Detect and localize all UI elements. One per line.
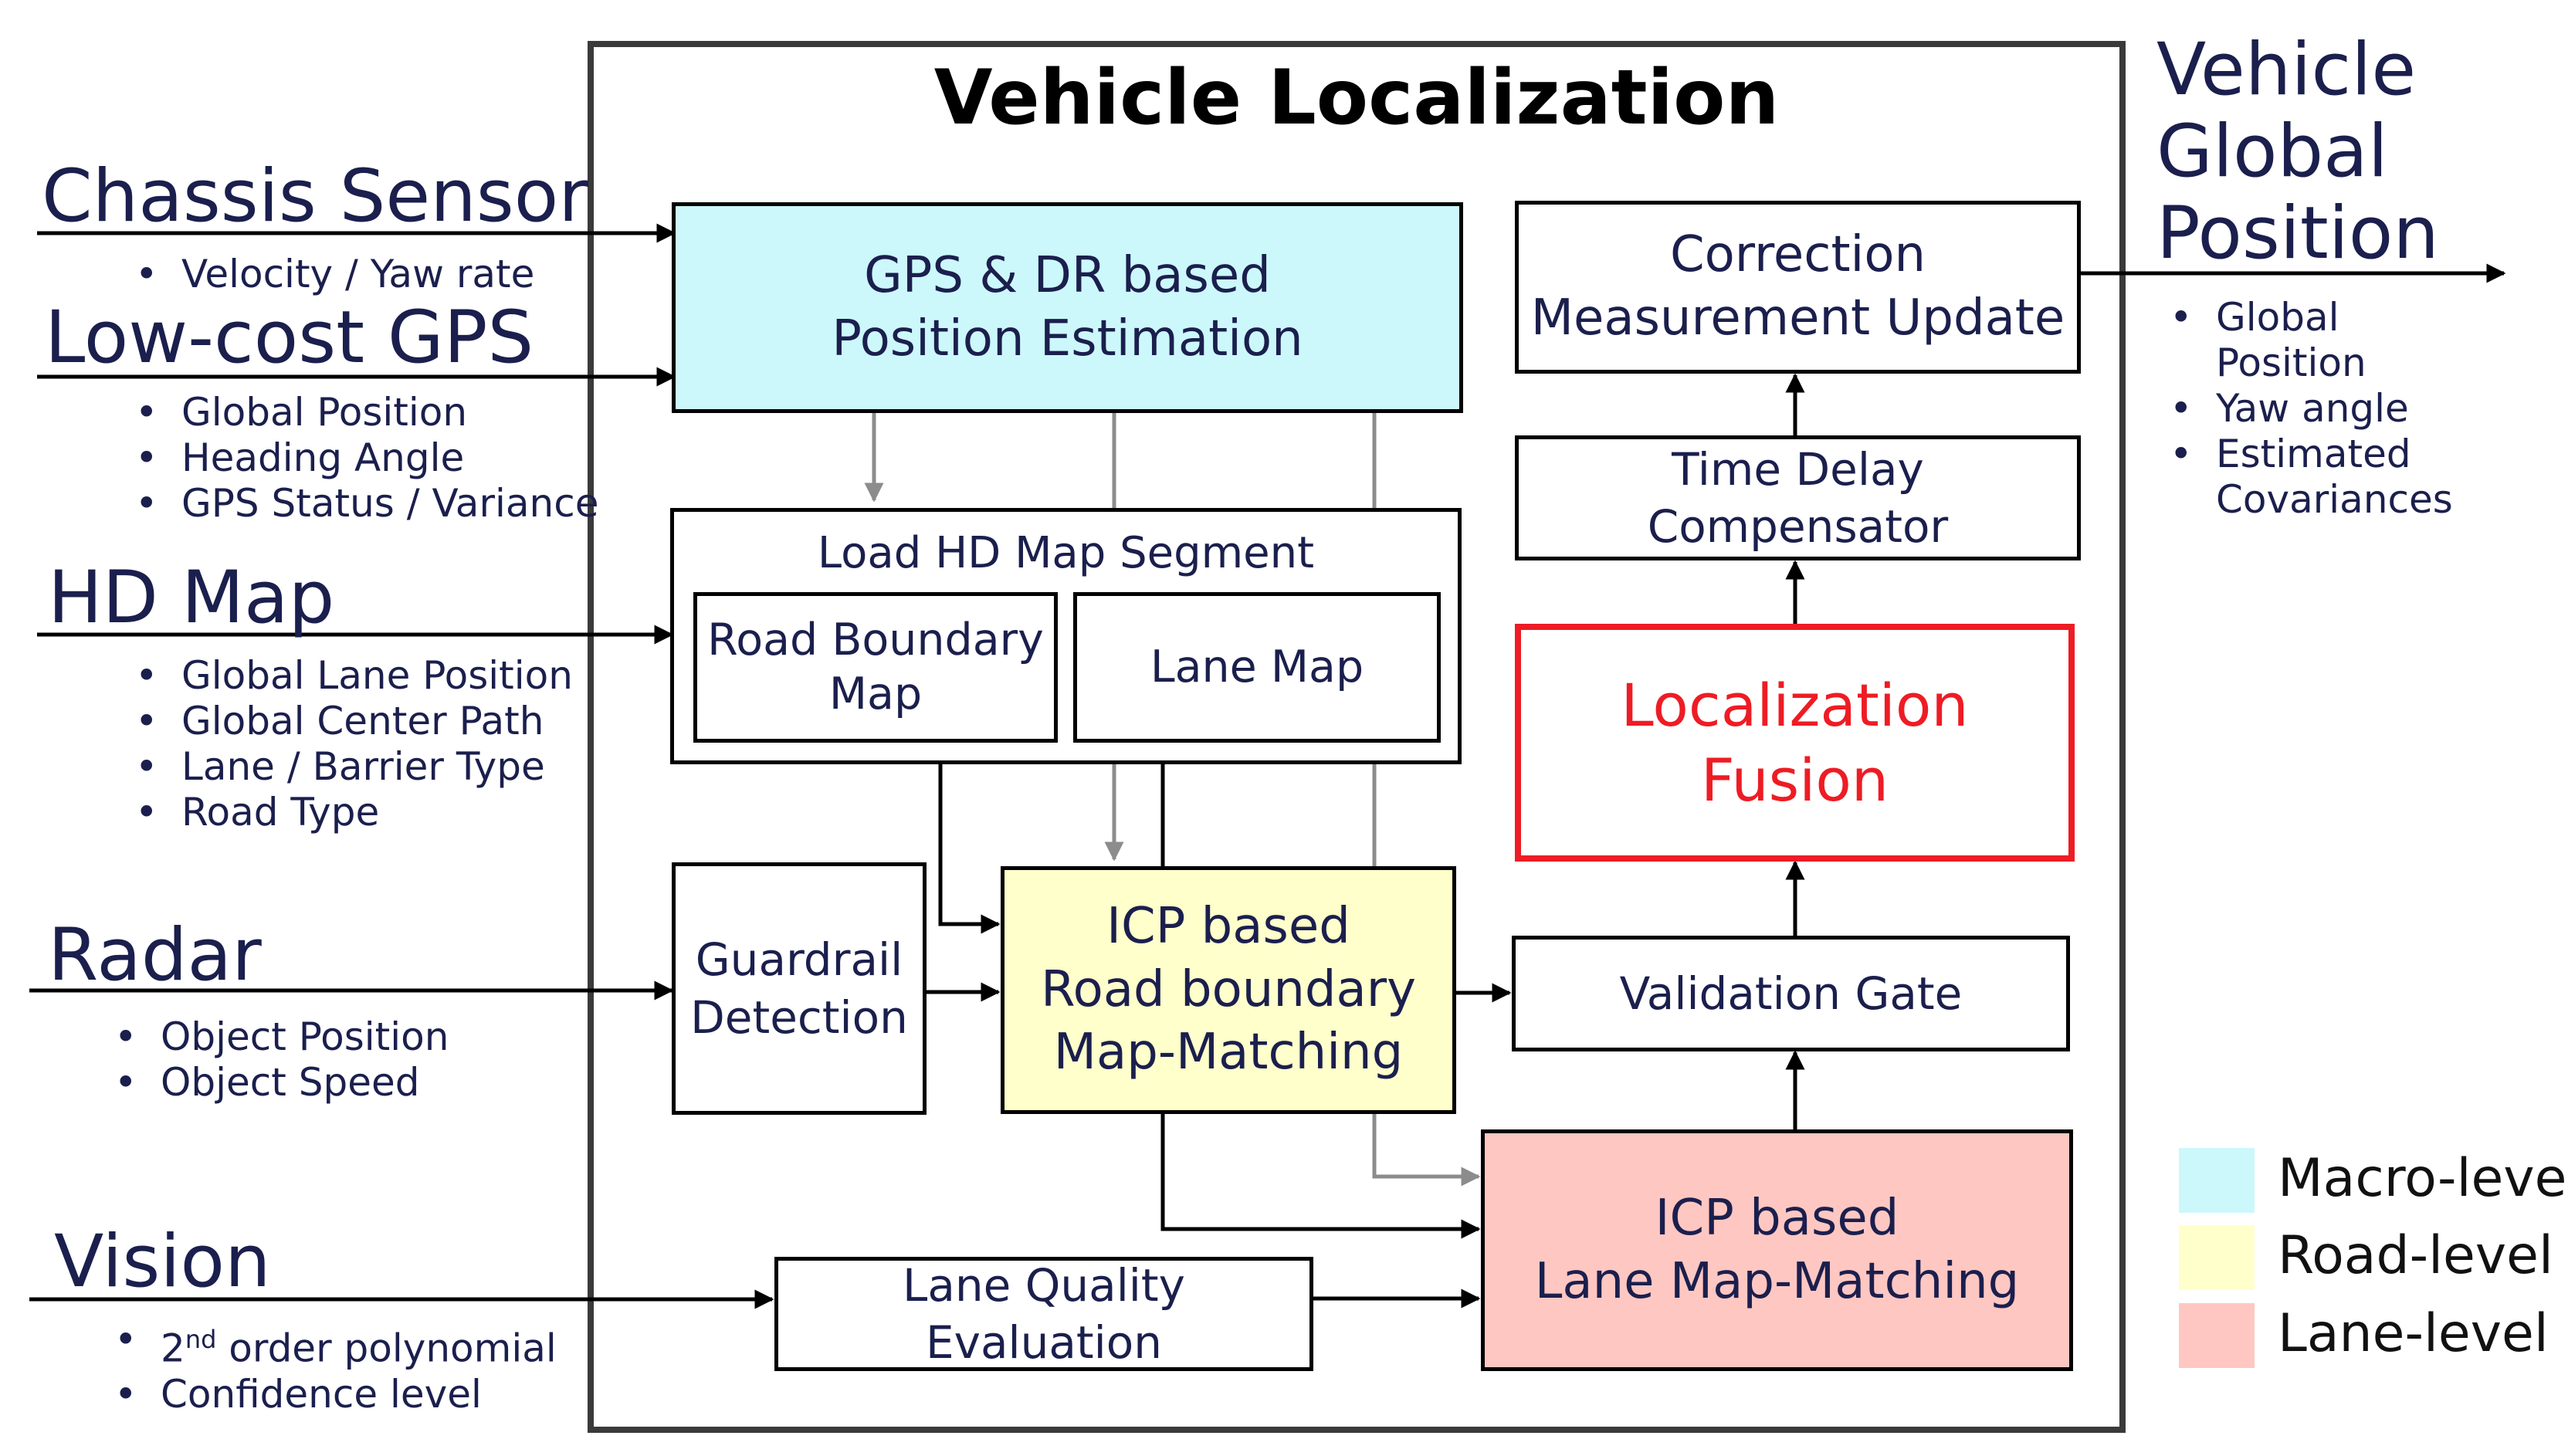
list-item: Heading Angle <box>135 435 598 481</box>
legend-swatch-road <box>2179 1225 2255 1290</box>
list-item: Velocity / Yaw rate <box>135 252 534 297</box>
list-item: Global Position <box>2170 295 2453 386</box>
input-title-hdmap: HD Map <box>48 556 335 640</box>
guardrail-detection-block: Guardrail Detection <box>672 862 927 1115</box>
vehicle-localization-frame <box>588 41 2126 1433</box>
legend-label-road: Road-level <box>2278 1225 2553 1286</box>
gps-dr-position-estimation-block: GPS & DR based Position Estimation <box>672 202 1463 413</box>
input-title-radar: Radar <box>48 913 262 997</box>
legend-label-macro: Macro-level <box>2278 1148 2568 1209</box>
list-item: Object Speed <box>114 1060 449 1106</box>
validation-gate-block: Validation Gate <box>1512 936 2070 1051</box>
list-item: Road Type <box>135 790 573 835</box>
output-title: Vehicle Global Position <box>2156 28 2439 276</box>
list-item: Estimated Covariances <box>2170 432 2453 523</box>
output-items: Global Position Yaw angle Estimated Cova… <box>2170 295 2453 523</box>
correction-measurement-update-block: Correction Measurement Update <box>1515 201 2081 374</box>
list-item: Object Position <box>114 1014 449 1060</box>
input-title-gps: Low-cost GPS <box>45 296 534 380</box>
list-item: GPS Status / Variance <box>135 481 598 527</box>
list-item: Global Position <box>135 390 598 435</box>
input-items-gps: Global Position Heading Angle GPS Status… <box>135 390 598 527</box>
icp-lane-map-matching-block: ICP based Lane Map-Matching <box>1481 1129 2073 1371</box>
input-items-chassis: Velocity / Yaw rate <box>135 252 534 297</box>
road-boundary-to-icproad <box>938 741 1001 934</box>
list-item: Global Lane Position <box>135 653 573 699</box>
localization-fusion-block: Localization Fusion <box>1515 624 2075 862</box>
diagram-title: Vehicle Localization <box>933 54 1780 142</box>
input-items-radar: Object Position Object Speed <box>114 1014 449 1106</box>
legend-label-lane: Lane-level <box>2278 1303 2549 1364</box>
list-item: Global Center Path <box>135 699 573 744</box>
lane-quality-evaluation-block: Lane Quality Evaluation <box>774 1257 1313 1371</box>
list-item: Lane / Barrier Type <box>135 744 573 790</box>
icproad-to-icplane <box>1160 1114 1481 1239</box>
input-title-chassis: Chassis Sensor <box>42 154 588 239</box>
input-items-vision: 2nd order polynomial Confidence level <box>114 1317 557 1417</box>
icp-road-boundary-block: ICP based Road boundary Map-Matching <box>1001 866 1456 1114</box>
legend-swatch-lane <box>2179 1303 2255 1368</box>
list-item: 2nd order polynomial <box>114 1317 557 1372</box>
road-boundary-map-block: Road Boundary Map <box>693 592 1058 743</box>
list-item: Confidence level <box>114 1372 557 1417</box>
time-delay-compensator-block: Time Delay Compensator <box>1515 435 2081 560</box>
list-item: Yaw angle <box>2170 386 2453 432</box>
input-title-vision: Vision <box>54 1220 271 1304</box>
input-items-hdmap: Global Lane Position Global Center Path … <box>135 653 573 835</box>
lane-map-block: Lane Map <box>1073 592 1441 743</box>
legend-swatch-macro <box>2179 1148 2255 1213</box>
